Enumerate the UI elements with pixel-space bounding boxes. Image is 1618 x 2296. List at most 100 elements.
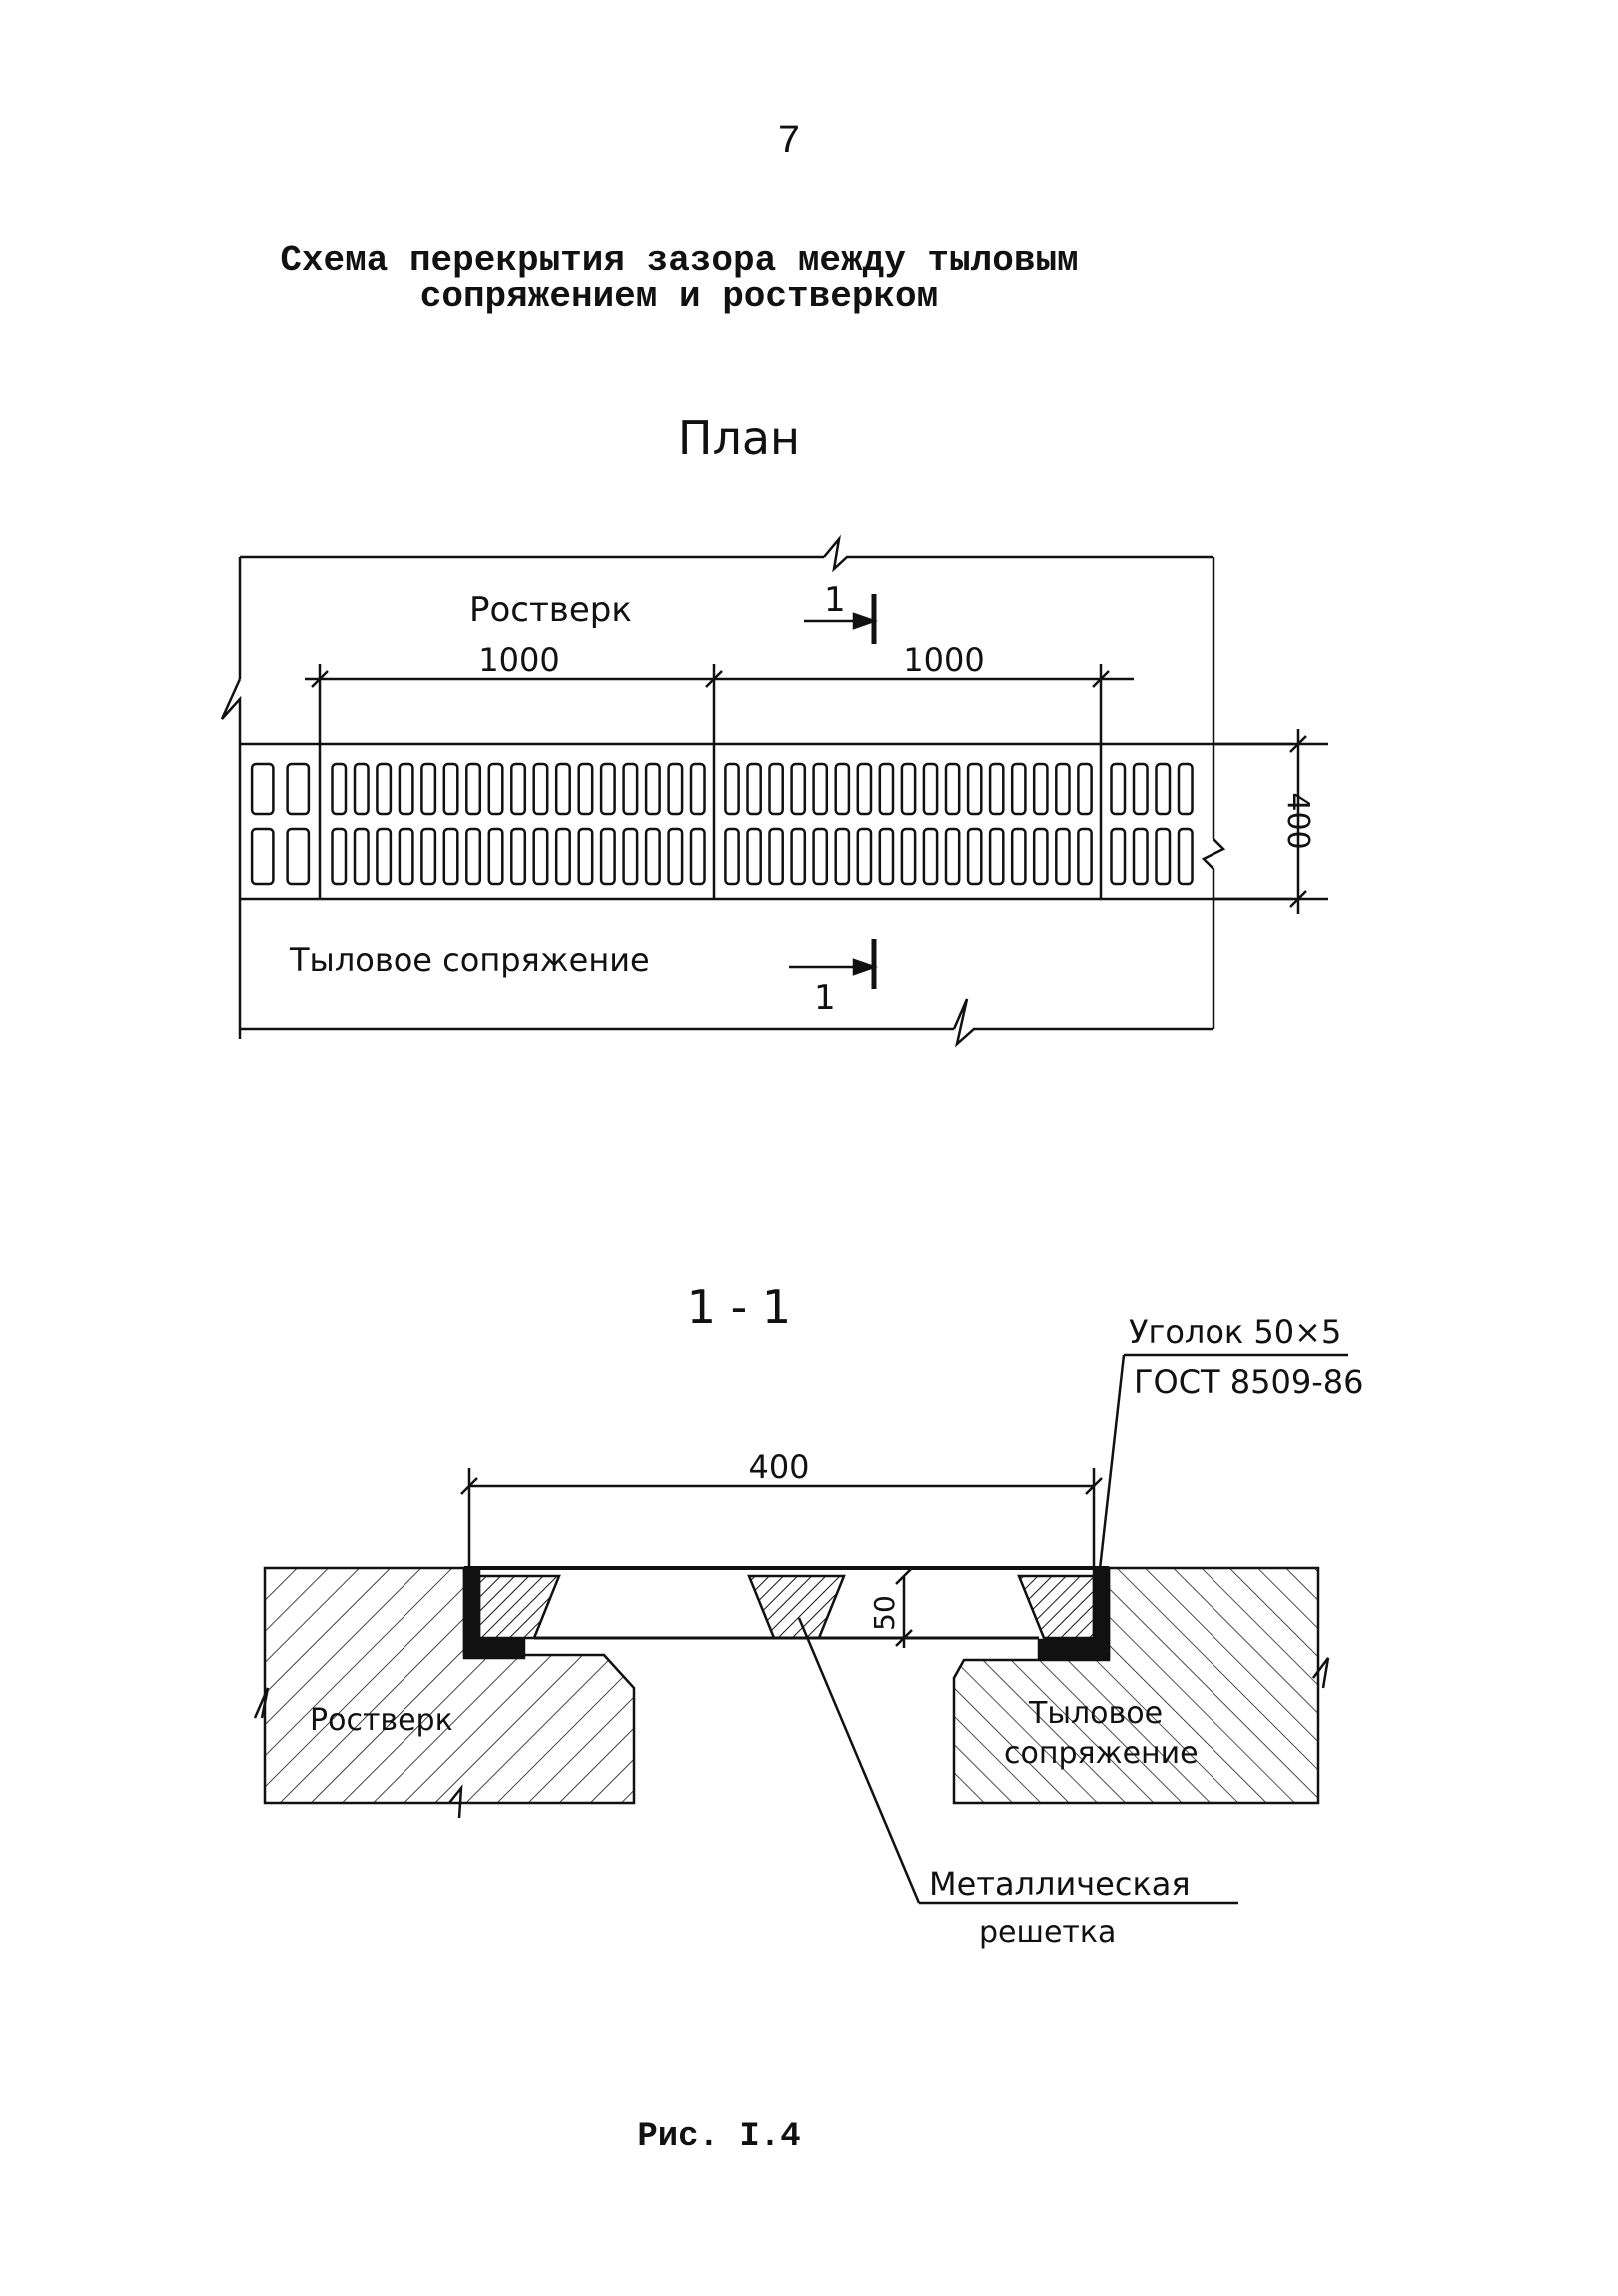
- grate-slot: [622, 827, 639, 886]
- figure-caption: Рис. I.4: [637, 2118, 800, 2156]
- grate-slot: [724, 762, 740, 816]
- grate-slot: [1077, 827, 1093, 886]
- grate-slot: [532, 762, 549, 816]
- grate-slot: [988, 762, 1005, 816]
- grate-slot: [487, 762, 504, 816]
- grate-slot: [510, 827, 527, 886]
- grate-slot: [1055, 827, 1071, 886]
- plan-dim-left: 1000: [478, 641, 559, 679]
- page-title-line2: сопряжением и ростверком: [420, 276, 938, 317]
- grate-slot: [812, 827, 829, 886]
- section-label-tylovoe-2: сопряжение: [1004, 1736, 1199, 1771]
- grate-slot: [1110, 827, 1127, 886]
- grate-slot: [768, 827, 784, 886]
- section-heading: 1 - 1: [687, 1280, 791, 1334]
- grate-slot: [532, 827, 549, 886]
- plan-section-mark-bottom: 1: [814, 978, 836, 1018]
- grate-slot: [353, 827, 370, 886]
- section-dim-height: 50: [868, 1595, 901, 1631]
- grate-slots: [250, 762, 1194, 886]
- plan-dim-right: 1000: [903, 641, 984, 679]
- grate-slot: [966, 762, 983, 816]
- grate-slot: [420, 762, 437, 816]
- section-dim-top: 400: [748, 1448, 809, 1486]
- grate-slot: [1077, 762, 1093, 816]
- plan-heading: План: [678, 411, 800, 465]
- callout-grate-line2: решетка: [979, 1915, 1116, 1950]
- grate-slot: [1132, 762, 1149, 816]
- grate-slot: [856, 762, 873, 816]
- page-title-line1: Схема перекрытия зазора между тыловым: [280, 240, 1078, 281]
- grate-slot: [1132, 827, 1149, 886]
- grate-slot: [599, 762, 616, 816]
- grate-slot: [988, 827, 1005, 886]
- grate-slot: [376, 762, 393, 816]
- grate-slot: [420, 827, 437, 886]
- grate-slot: [790, 827, 807, 886]
- grate-slot: [331, 827, 348, 886]
- grate-slot: [667, 827, 684, 886]
- grate-slot: [834, 762, 851, 816]
- grate-slot: [442, 827, 459, 886]
- grate-slot: [922, 762, 939, 816]
- grate-slot: [856, 827, 873, 886]
- grate-slot: [1010, 827, 1027, 886]
- grate-slot: [878, 762, 895, 816]
- grate-slot: [834, 827, 851, 886]
- grate-slot: [577, 762, 594, 816]
- grate-slot: [250, 827, 275, 886]
- grate-slot: [1155, 762, 1172, 816]
- grate-slot: [376, 827, 393, 886]
- grate-slot: [398, 827, 414, 886]
- grate-slot: [900, 827, 917, 886]
- grate-slot: [944, 827, 961, 886]
- callout-angle-line2: ГОСТ 8509-86: [1134, 1363, 1363, 1401]
- grate-slot: [554, 762, 571, 816]
- grate-slot: [1155, 827, 1172, 886]
- grate-slot: [724, 827, 740, 886]
- grate-slot: [353, 762, 370, 816]
- callout-angle-line1: Уголок 50×5: [1129, 1313, 1341, 1351]
- grate-slot: [922, 827, 939, 886]
- grate-slot: [622, 762, 639, 816]
- grate-slot: [1177, 762, 1194, 816]
- grate-slot: [790, 762, 807, 816]
- grate-slot: [768, 762, 784, 816]
- grate-slot: [286, 762, 311, 816]
- grate-slot: [746, 827, 762, 886]
- grate-slot: [1032, 827, 1049, 886]
- grate-slot: [1032, 762, 1049, 816]
- grate-slot: [689, 762, 706, 816]
- grate-slot: [599, 827, 616, 886]
- grate-slot: [554, 827, 571, 886]
- grate-slot: [644, 827, 661, 886]
- grate-slot: [442, 762, 459, 816]
- grate-slot: [1177, 827, 1194, 886]
- grate-slot: [1055, 762, 1071, 816]
- grate-slot: [398, 762, 414, 816]
- callout-grate-line1: Металлическая: [929, 1865, 1191, 1903]
- grate-slot: [667, 762, 684, 816]
- grate-slot: [1110, 762, 1127, 816]
- grate-slot: [689, 827, 706, 886]
- grate-slot: [746, 762, 762, 816]
- section-label-tylovoe-1: Тыловое: [1028, 1696, 1163, 1731]
- section-label-rostverk: Ростверк: [310, 1703, 453, 1738]
- grate-slot: [644, 762, 661, 816]
- grate-slot: [900, 762, 917, 816]
- plan-section-mark-top: 1: [824, 580, 846, 620]
- grate-slot: [878, 827, 895, 886]
- grate-slot: [1010, 762, 1027, 816]
- page-number: 7: [777, 120, 801, 165]
- section-view: [253, 1353, 1348, 1905]
- grate-slot: [331, 762, 348, 816]
- plan-dim-width: 400: [1280, 792, 1315, 849]
- grate-slot: [487, 827, 504, 886]
- grate-slot: [286, 827, 311, 886]
- plan-view: [220, 534, 1328, 1048]
- grate-slot: [577, 827, 594, 886]
- grate-slot: [465, 762, 482, 816]
- plan-label-tylovoe: Тыловое сопряжение: [289, 941, 650, 979]
- grate-slot: [465, 827, 482, 886]
